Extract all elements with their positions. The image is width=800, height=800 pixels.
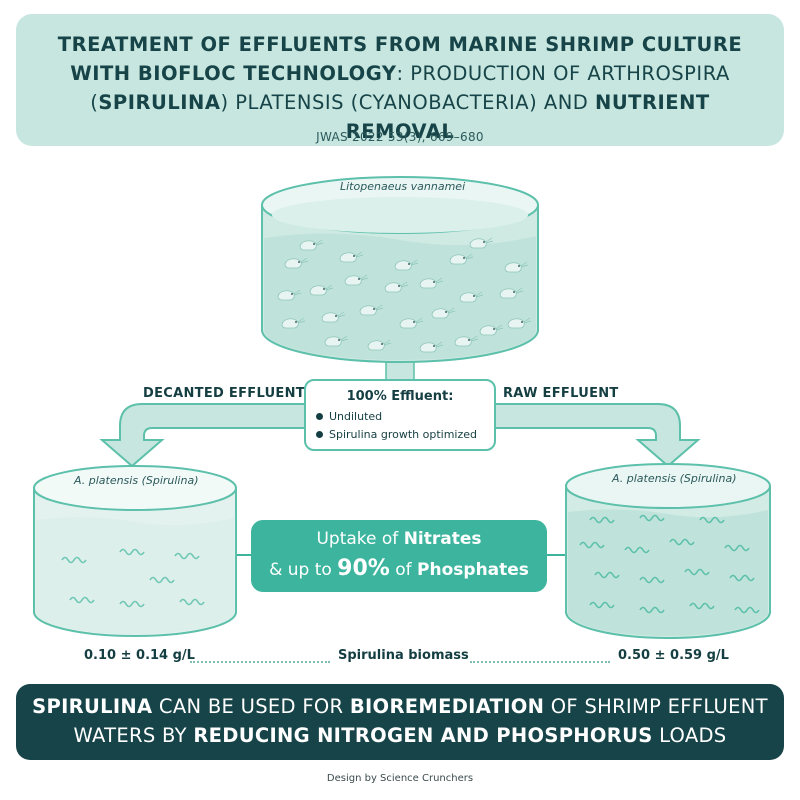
left-spirulina-tank bbox=[33, 465, 237, 637]
page-title: TREATMENT OF EFFLUENTS FROM MARINE SHRIM… bbox=[57, 33, 743, 143]
left-tank-label: A. platensis (Spirulina) bbox=[74, 474, 199, 487]
dotted-leader bbox=[190, 661, 330, 663]
right-flow-arrow bbox=[494, 403, 701, 468]
effluent-info-box: 100% Effluent: Undiluted Spirulina growt… bbox=[304, 379, 496, 451]
effluent-item: Spirulina growth optimized bbox=[316, 428, 477, 441]
header-banner: TREATMENT OF EFFLUENTS FROM MARINE SHRIM… bbox=[16, 14, 784, 146]
conclusion-text: SPIRULINA CAN BE USED FOR BIOREMEDIATION… bbox=[32, 695, 768, 747]
decanted-effluent-label: DECANTED EFFLUENT bbox=[143, 386, 305, 401]
uptake-line-2: & up to 90% of Phosphates bbox=[269, 556, 529, 581]
right-biomass-value: 0.50 ± 0.59 g/L bbox=[618, 648, 729, 663]
uptake-line-1: Uptake of Nitrates bbox=[316, 529, 482, 549]
biomass-label: Spirulina biomass bbox=[338, 648, 469, 663]
bullet-icon bbox=[316, 412, 323, 420]
raw-effluent-label: RAW EFFLUENT bbox=[503, 386, 619, 401]
right-spirulina-tank bbox=[565, 463, 771, 639]
left-biomass-value: 0.10 ± 0.14 g/L bbox=[84, 648, 195, 663]
design-credit: Design by Science Crunchers bbox=[326, 773, 474, 784]
effluent-item: Undiluted bbox=[316, 410, 382, 423]
left-flow-arrow bbox=[99, 403, 306, 468]
conclusion-banner: SPIRULINA CAN BE USED FOR BIOREMEDIATION… bbox=[16, 684, 784, 760]
shrimp-tank bbox=[261, 176, 539, 363]
right-tank-label: A. platensis (Spirulina) bbox=[612, 472, 737, 485]
effluent-heading: 100% Effluent: bbox=[346, 389, 454, 404]
dotted-leader bbox=[470, 661, 610, 663]
journal-reference: JWAS 2022 53(3), 669–680 bbox=[316, 130, 484, 144]
bullet-icon bbox=[316, 430, 323, 438]
uptake-box: Uptake of Nitrates & up to 90% of Phosph… bbox=[251, 520, 547, 592]
shrimp-tank-label: Litopenaeus vannamei bbox=[340, 180, 466, 193]
